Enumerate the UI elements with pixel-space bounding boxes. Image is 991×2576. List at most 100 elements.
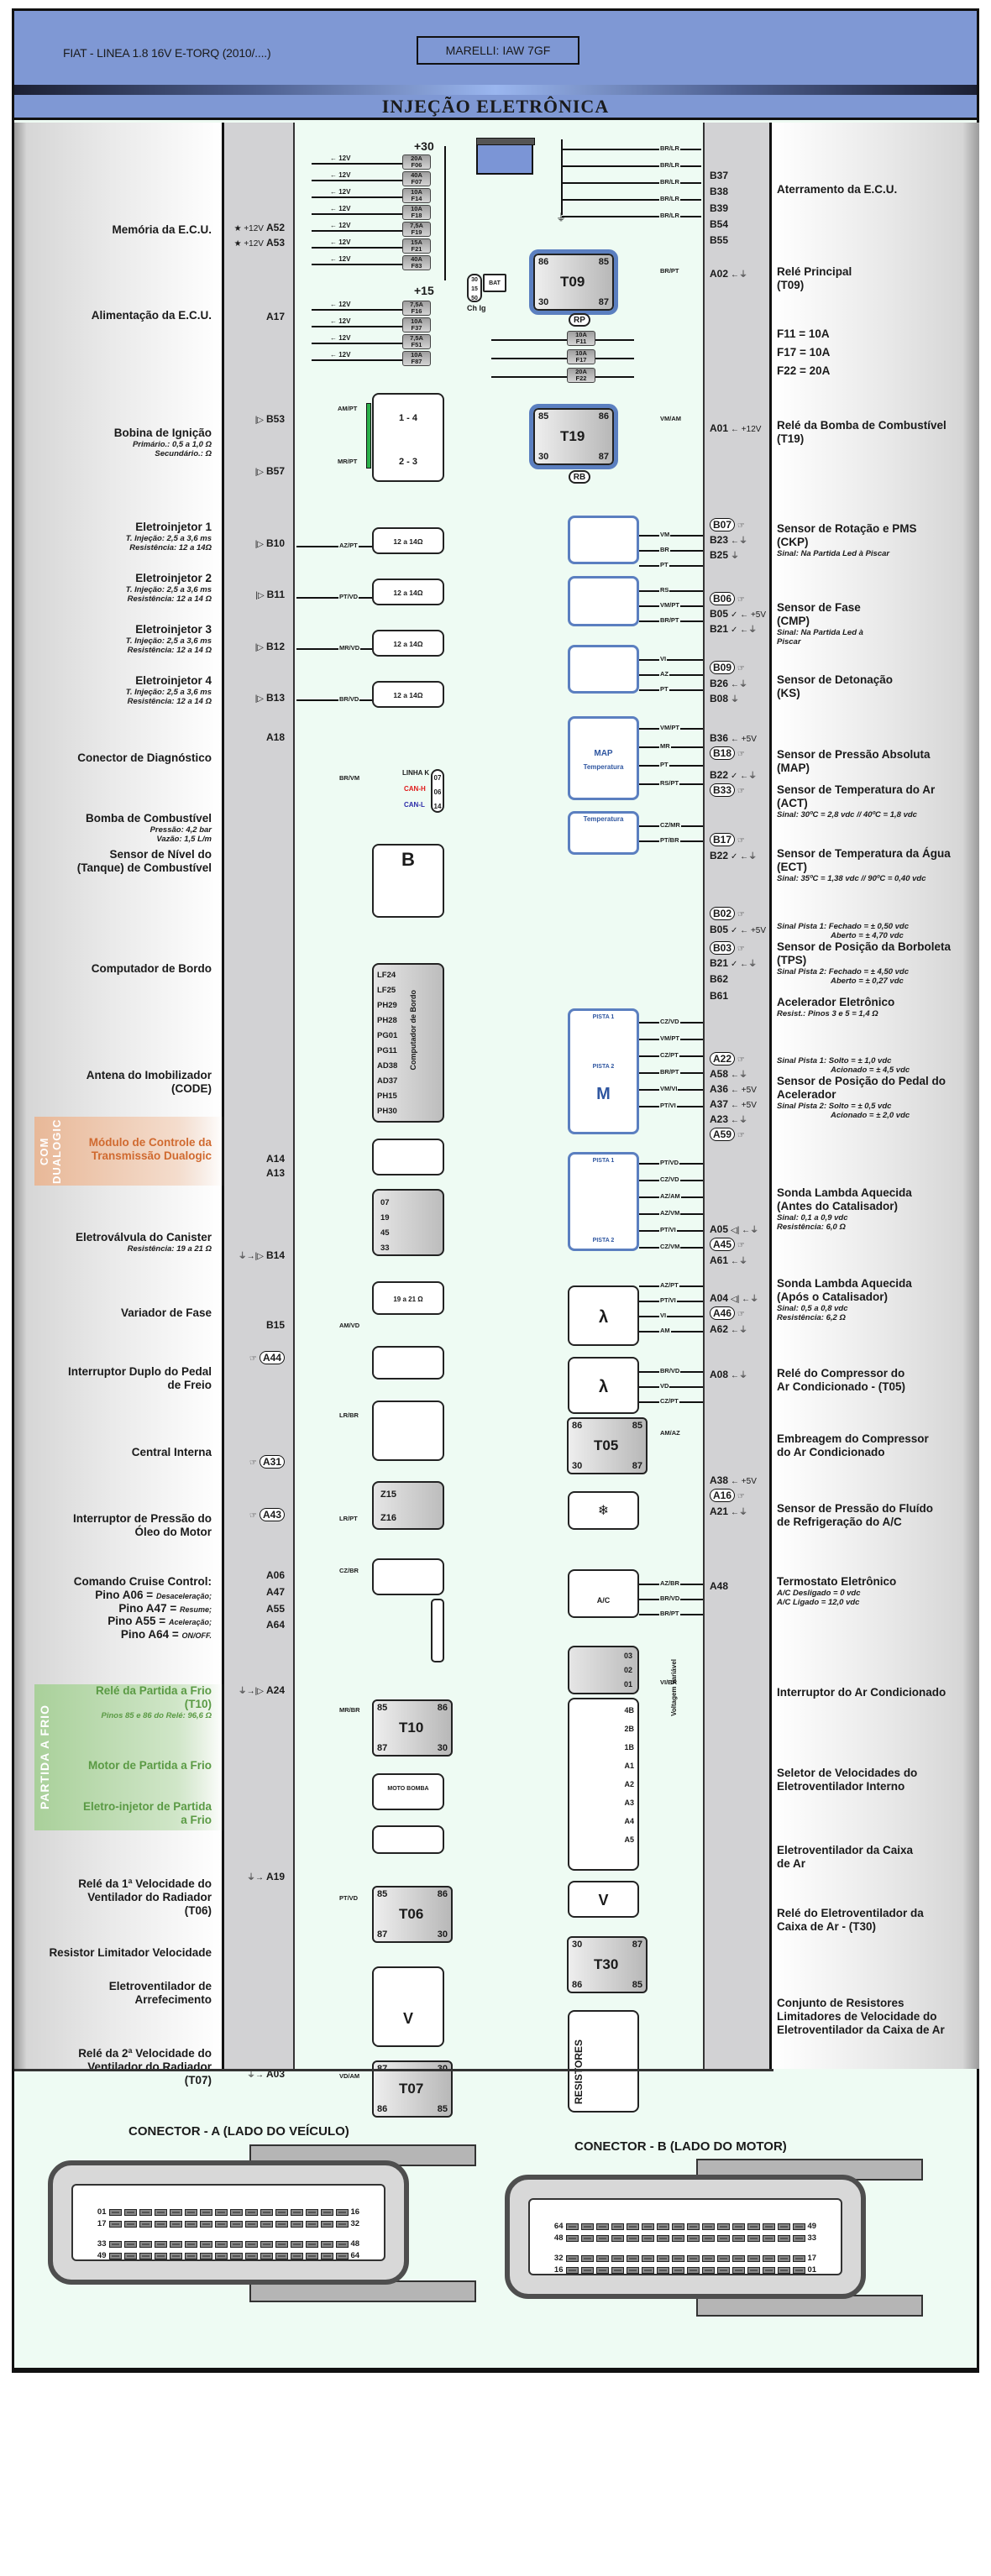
ecu-pin[interactable]: A48 — [710, 1580, 729, 1592]
ecu-pin[interactable]: A17 — [265, 311, 285, 322]
ecu-pin[interactable]: B05✓ ← +5V — [710, 608, 767, 620]
ecu-pin[interactable]: B33☞ — [710, 783, 747, 798]
ecu-pin[interactable]: A16☞ — [710, 1489, 747, 1503]
supply-wire — [312, 359, 429, 361]
ecu-pin[interactable]: A46☞ — [710, 1306, 747, 1321]
ecu-pin[interactable]: |▷B11 — [255, 589, 285, 600]
board-computer-pin: LF25 — [377, 986, 396, 995]
ecu-pin[interactable]: B36← +5V — [710, 732, 757, 744]
fan-resistor-and-fan: V — [372, 1966, 444, 2047]
ecu-pin[interactable]: B15 — [265, 1319, 285, 1331]
cruise-pin-line: Pino A64 = ON/OFF. — [120, 1628, 212, 1641]
pin-slot — [260, 2252, 273, 2259]
sensor-wire — [639, 746, 703, 748]
ecu-pin[interactable]: A18 — [265, 731, 285, 743]
ecu-pin[interactable]: |▷B53 — [254, 413, 285, 425]
ecu-pin[interactable]: |▷B57 — [254, 465, 285, 477]
ecu-pin[interactable]: ☞A44 — [247, 1351, 285, 1365]
ecu-pin[interactable]: A61←⏚ — [710, 1254, 748, 1266]
ecu-pin[interactable]: A58←⏚ — [710, 1068, 748, 1080]
ground-wire — [562, 199, 701, 201]
ecu-pin[interactable]: B39 — [710, 202, 729, 214]
ecu-pin[interactable]: B21✓ ←⏚ — [710, 957, 758, 969]
ecu-pin[interactable]: B55 — [710, 234, 729, 246]
wire-color: LR/PT — [338, 1515, 359, 1522]
ecu-pin[interactable]: |▷B10 — [254, 537, 285, 549]
ecu-pin[interactable]: B07☞ — [710, 518, 747, 532]
relay-t10: 85 86 87 30 T10 — [372, 1699, 453, 1757]
ecu-pin[interactable]: B54 — [710, 218, 729, 230]
wire-color: CZ/VD — [659, 1175, 680, 1183]
ecu-pin[interactable]: B38 — [710, 186, 729, 197]
ecu-pin[interactable]: A06 — [265, 1569, 285, 1581]
ecu-pin[interactable]: A47 — [265, 1586, 285, 1598]
ecu-pin[interactable]: A38← +5V — [710, 1474, 757, 1486]
ecu-pin[interactable]: A14 — [265, 1153, 285, 1165]
ecu-pin[interactable]: A13 — [265, 1167, 285, 1179]
ecu-pin[interactable]: B22✓ ←⏚ — [710, 769, 758, 781]
ecu-pin[interactable]: B21✓ ←⏚ — [710, 623, 758, 635]
ecu-pin[interactable]: ☞A31 — [247, 1455, 285, 1469]
wire-color: RS/PT — [659, 779, 680, 787]
right-label: Aterramento da E.C.U. — [777, 183, 898, 196]
ecu-pin[interactable]: A22☞ — [710, 1052, 747, 1066]
ecu-pin[interactable]: B05✓ ← +5V — [710, 924, 767, 935]
ecu-pin[interactable]: A21←⏚ — [710, 1505, 748, 1517]
ecu-pin[interactable]: A37← +5V — [710, 1098, 757, 1110]
ecu-pin[interactable]: A05◁| ←⏚ — [710, 1223, 759, 1235]
pin-slot — [154, 2252, 167, 2259]
ecu-pin[interactable]: B02☞ — [710, 907, 747, 921]
ecu-pin[interactable]: |▷B13 — [254, 692, 285, 704]
ecu-pin[interactable]: B09☞ — [710, 661, 747, 675]
pin-slot — [154, 2220, 167, 2228]
dualogic-group-label: COM DUALOGIC — [38, 1118, 63, 1184]
ecu-pin[interactable]: A55 — [265, 1603, 285, 1615]
ecu-pin[interactable]: A04◁| ←⏚ — [710, 1292, 759, 1304]
ecu-pin[interactable]: B26←⏚ — [710, 678, 748, 689]
ecu-pin[interactable]: A64 — [265, 1619, 285, 1631]
ecu-pin[interactable]: B25⏚ — [710, 549, 740, 561]
ecu-pin[interactable]: ⏚→|▷B14 — [238, 1249, 285, 1261]
ecu-pin[interactable]: A23←⏚ — [710, 1113, 748, 1125]
pin-slot — [108, 2240, 122, 2248]
pin-slot — [335, 2240, 349, 2248]
ground-wire — [562, 149, 701, 150]
cruise-pin-line: Pino A06 = Desaceleração; — [95, 1589, 212, 1601]
ecu-pin[interactable]: A01← +12V — [710, 422, 762, 434]
right-label: Conjunto de Resistores Limitadores de Ve… — [777, 1997, 945, 2036]
ecu-pin[interactable]: A59☞ — [710, 1128, 747, 1142]
ecu-pin[interactable]: A45☞ — [710, 1238, 747, 1252]
ecu-pin[interactable]: B08⏚ — [710, 693, 740, 704]
ecu-pin[interactable]: ⏚→A19 — [246, 1871, 285, 1882]
wire-color: BR/PT — [659, 616, 680, 624]
wire-color: VD/AM — [338, 2072, 361, 2080]
ecu-pin[interactable]: |▷B12 — [254, 641, 285, 652]
ecu-pin[interactable]: B37 — [710, 170, 729, 181]
ecu-pin[interactable]: B22✓ ←⏚ — [710, 850, 758, 861]
pin-slot — [139, 2208, 152, 2216]
ecu-pin[interactable]: A02←⏚ — [710, 268, 748, 280]
ecu-pin[interactable]: A62←⏚ — [710, 1323, 748, 1335]
wiring-diagram-sheet: FIAT - LINEA 1.8 16V E-TORQ (2010/....) … — [12, 8, 979, 2373]
ecu-pin[interactable]: B23←⏚ — [710, 534, 748, 546]
ecu-pin[interactable]: A08←⏚ — [710, 1369, 748, 1380]
board-computer-pin: PH29 — [377, 1001, 397, 1010]
ecu-pin[interactable]: ☞A43 — [247, 1508, 285, 1522]
cold-start-injector — [372, 1825, 444, 1854]
ecu-pin[interactable]: A36← +5V — [710, 1083, 757, 1095]
ecu-pin[interactable]: B17☞ — [710, 833, 747, 847]
ecu-pin[interactable]: B03☞ — [710, 941, 747, 956]
wire-color: AM/PT — [337, 405, 359, 412]
ecu-pin[interactable]: B06☞ — [710, 592, 747, 606]
ecu-pin[interactable]: ⏚→|▷A24 — [238, 1684, 285, 1696]
ecu-pin[interactable]: B61 — [710, 990, 729, 1002]
ecu-pin[interactable]: B62 — [710, 973, 729, 985]
ecu-pin[interactable]: B18☞ — [710, 746, 747, 761]
